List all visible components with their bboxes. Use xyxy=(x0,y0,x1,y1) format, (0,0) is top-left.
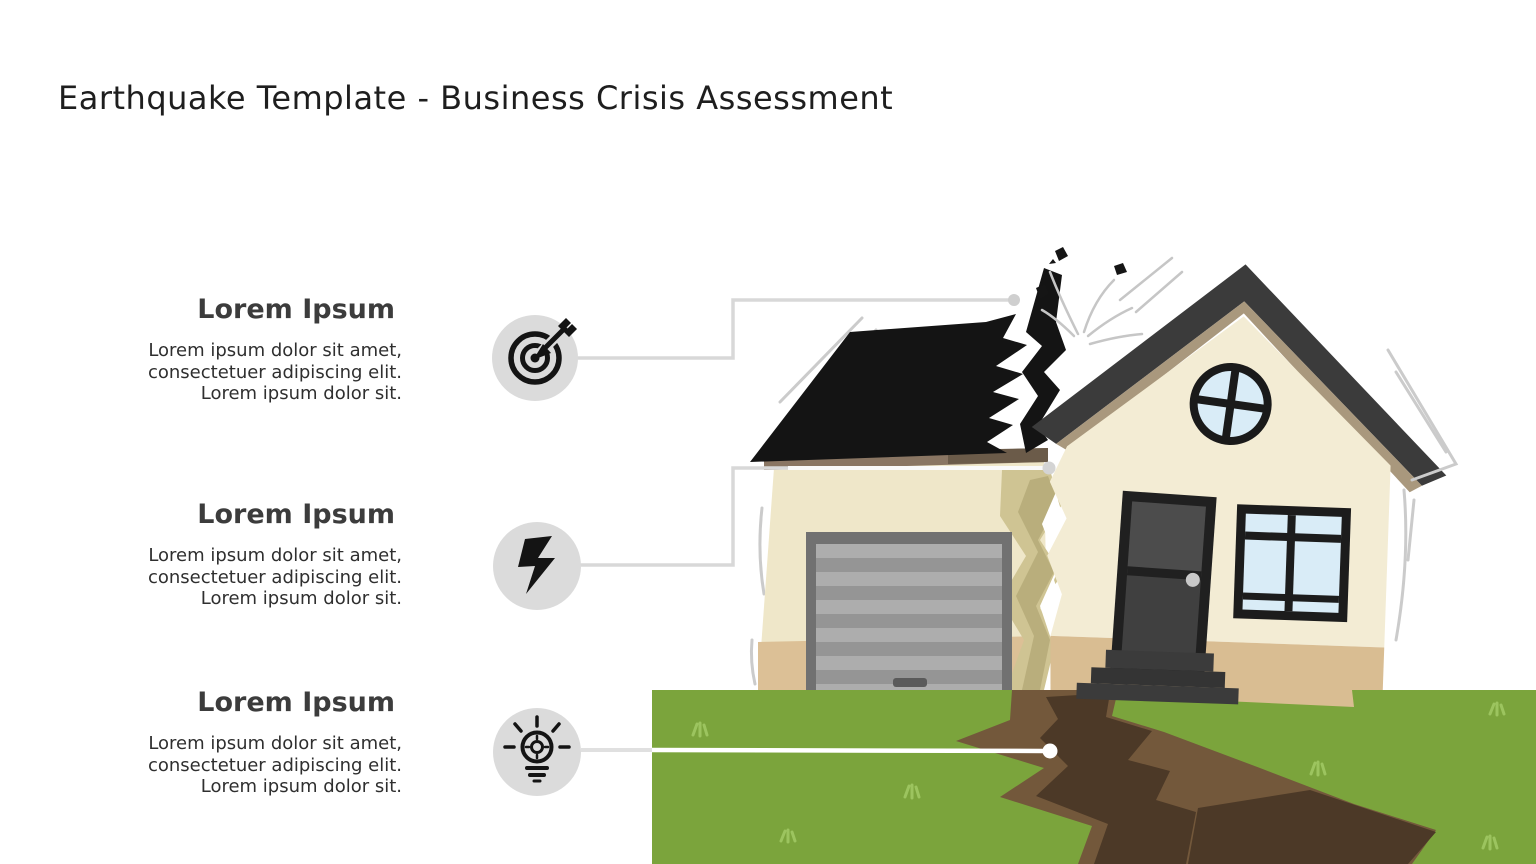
page-title: Earthquake Template - Business Crisis As… xyxy=(58,79,894,118)
side-window xyxy=(1233,504,1352,623)
main-house xyxy=(1031,264,1447,704)
house-roof-trim xyxy=(1056,301,1422,493)
front-door xyxy=(1110,490,1217,679)
target-icon xyxy=(511,318,577,382)
grass-tufts xyxy=(693,703,1504,849)
callout-body: Lorem ipsum dolor sit amet, consectetuer… xyxy=(147,340,402,404)
ground-crack-dark2 xyxy=(1188,790,1436,864)
leader-dot-3 xyxy=(1042,743,1058,759)
ground-crack-dark xyxy=(1036,693,1196,864)
leader-dot-2 xyxy=(1042,461,1056,475)
callout-heading: Lorem Ipsum xyxy=(197,499,395,530)
leader-lines xyxy=(577,294,1058,759)
callout-body: Lorem ipsum dolor sit amet, consectetuer… xyxy=(147,733,402,797)
debris-chunks xyxy=(1036,247,1127,299)
round-window xyxy=(1189,362,1272,445)
ground-crack xyxy=(956,690,1436,864)
lightbulb-icon xyxy=(505,717,569,781)
garage xyxy=(750,268,1070,692)
garage-door-handle xyxy=(893,678,927,687)
callout-heading: Lorem Ipsum xyxy=(197,687,395,718)
callout-heading: Lorem Ipsum xyxy=(197,294,395,325)
callout-block-1: Lorem Ipsum Lorem ipsum dolor sit amet, … xyxy=(110,294,402,405)
leader-line-1 xyxy=(577,300,1010,358)
garage-roof-shard xyxy=(1020,268,1066,453)
debris-burst xyxy=(1036,247,1182,344)
house-roof xyxy=(1031,264,1447,486)
shake-lines-right xyxy=(1388,350,1456,640)
door-knob xyxy=(1185,572,1200,587)
leader-dot-1 xyxy=(1008,294,1020,306)
garage-door xyxy=(806,532,1012,692)
callout-block-2: Lorem Ipsum Lorem ipsum dolor sit amet, … xyxy=(110,499,402,610)
porch-steps xyxy=(1076,649,1239,705)
lightning-icon xyxy=(518,536,555,594)
callout-body: Lorem ipsum dolor sit amet, consectetuer… xyxy=(147,545,402,609)
base-band-front xyxy=(1222,690,1354,707)
leader-line-2 xyxy=(578,468,790,565)
garage-roof-broken xyxy=(750,314,1027,462)
icon-badges xyxy=(492,315,581,796)
garage-wall-crack-shadow xyxy=(1016,476,1058,690)
callout-block-3: Lorem Ipsum Lorem ipsum dolor sit amet, … xyxy=(110,687,402,798)
